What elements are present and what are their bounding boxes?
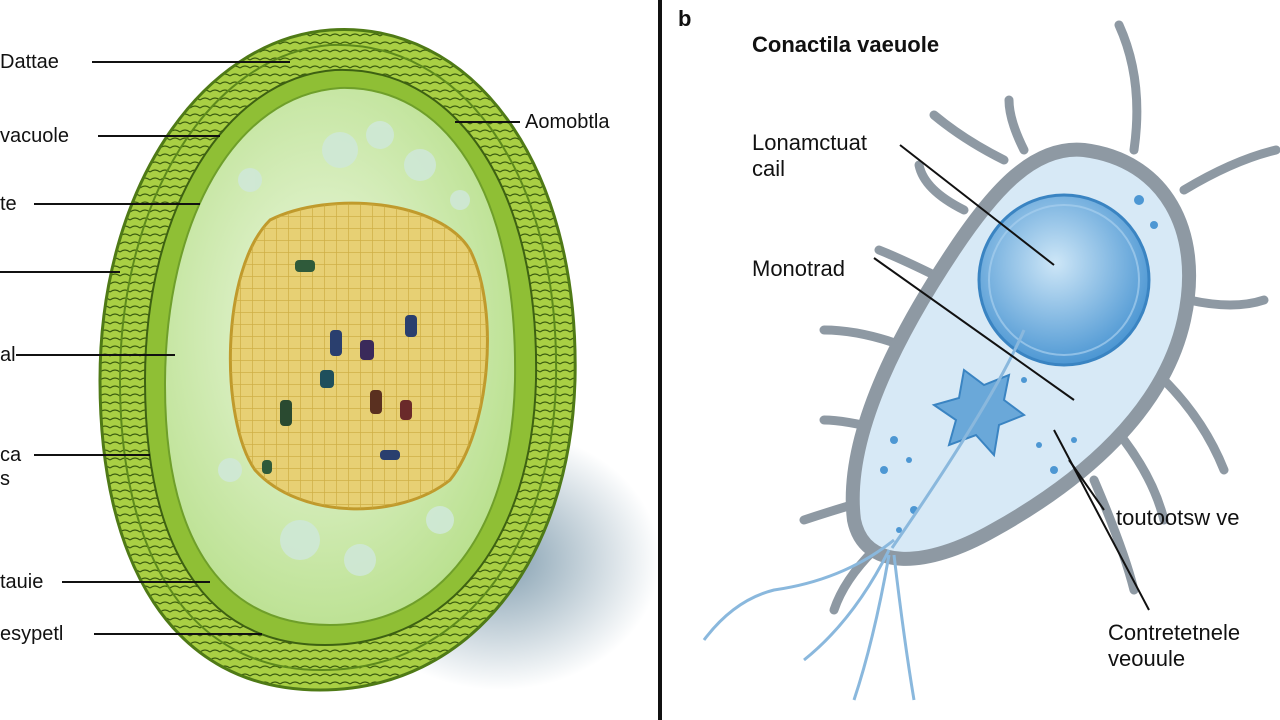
panel-a-leader-lines: [0, 61, 520, 635]
panel-divider: [658, 0, 662, 720]
vacuole-inner-ring: [988, 204, 1140, 356]
granules: [880, 195, 1158, 533]
label-ca-s: ca s: [0, 444, 22, 490]
flagella: [702, 329, 1026, 701]
panel-b-title: Conactila vaeuole: [752, 32, 940, 57]
label-vacuole: vacuole: [0, 125, 69, 147]
label-lonamctuat-cail: Lonamctuat cail: [752, 130, 867, 181]
nucleus-mesh: [230, 203, 488, 509]
chromatin: [262, 260, 417, 474]
label-dattae: Dattae: [0, 51, 59, 73]
label-te: te: [0, 193, 17, 215]
label-toutootsw: toutootsw ve: [1116, 505, 1240, 530]
label-aomobtla: Aomobtla: [525, 111, 610, 133]
label-monotrad: Monotrad: [752, 256, 845, 281]
vacuole-granules: [218, 121, 470, 576]
contractile-vacuole: [977, 193, 1151, 367]
panel-b-illustration: [702, 20, 1280, 701]
panel-b-cell-diagram: b Conactila vaeuole Lonamctuat cail Mono…: [664, 0, 1280, 720]
label-esypetl: esypetl: [0, 623, 64, 645]
panel-a-cell-diagram: Dattae vacuole te al ca s tauie esypetl …: [0, 28, 660, 692]
label-contretetnele-veouule: Contretetnele veouule: [1108, 620, 1241, 671]
panel-letter-b: b: [678, 6, 692, 31]
label-al: al: [0, 344, 16, 366]
cell-wall-inner-line: [118, 43, 558, 672]
panel-b-leader-lines: [873, 144, 1150, 611]
panel-a-illustration: [0, 28, 660, 692]
label-tauie: tauie: [0, 571, 44, 593]
